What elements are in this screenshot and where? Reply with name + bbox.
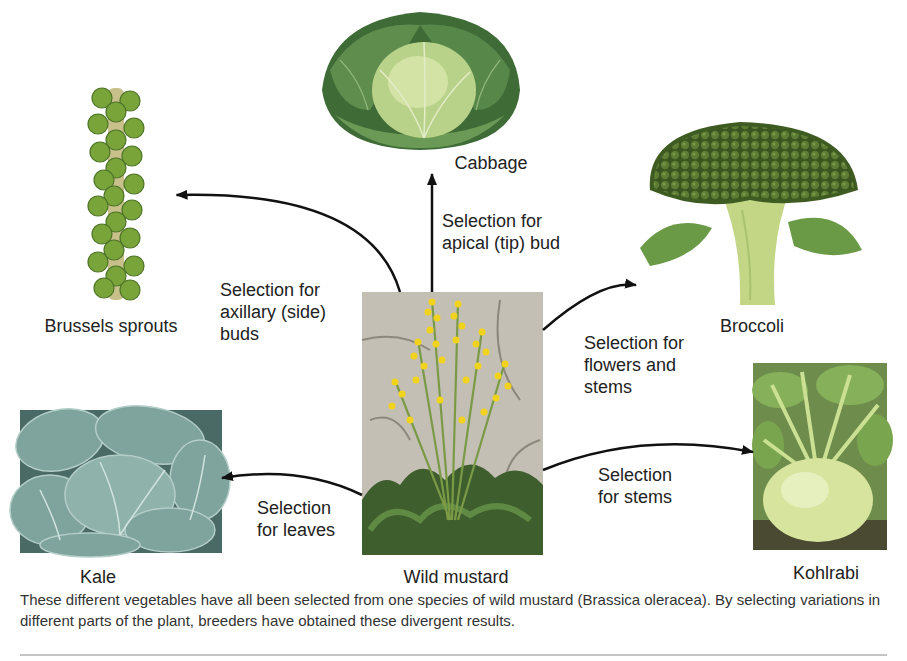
kale-photo <box>9 398 230 557</box>
figure-caption: These different vegetables have all been… <box>20 589 885 631</box>
vegetable-node: Cabbage <box>320 10 527 174</box>
selection-arrow <box>222 474 362 495</box>
vegetable-node: Kale <box>20 410 222 588</box>
wild-mustard-photo <box>362 292 543 555</box>
selection-arrow <box>177 195 400 292</box>
cabbage-photo <box>322 12 520 150</box>
selection-arrow <box>543 285 636 330</box>
selection-label: Selection for flowers and stems <box>584 332 696 398</box>
vegetable-node: Kohlrabi <box>753 363 887 584</box>
broccoli-photo <box>640 122 862 305</box>
brussels-sprouts-photo <box>88 88 144 300</box>
selection-label: Selection for apical (tip) bud <box>442 210 587 254</box>
vegetable-name: Wild mustard <box>402 567 509 588</box>
vegetable-name: Broccoli <box>719 316 785 337</box>
selection-arrow <box>431 174 434 292</box>
selection-label: Selection for stems <box>598 464 688 508</box>
vegetable-name: Kale <box>79 567 117 588</box>
vegetable-name: Brussels sprouts <box>43 316 178 337</box>
vegetable-name: Kohlrabi <box>792 563 860 584</box>
caption-rule <box>20 655 887 656</box>
kohlrabi-photo <box>752 363 893 550</box>
vegetable-node: Broccoli <box>636 122 862 337</box>
selection-label: Selection for leaves <box>257 497 349 541</box>
vegetable-node: Brussels sprouts <box>43 88 176 337</box>
vegetable-name: Cabbage <box>453 153 528 174</box>
vegetable-node: Wild mustard <box>362 292 543 588</box>
selection-label: Selection for axillary (side) buds <box>220 279 338 345</box>
